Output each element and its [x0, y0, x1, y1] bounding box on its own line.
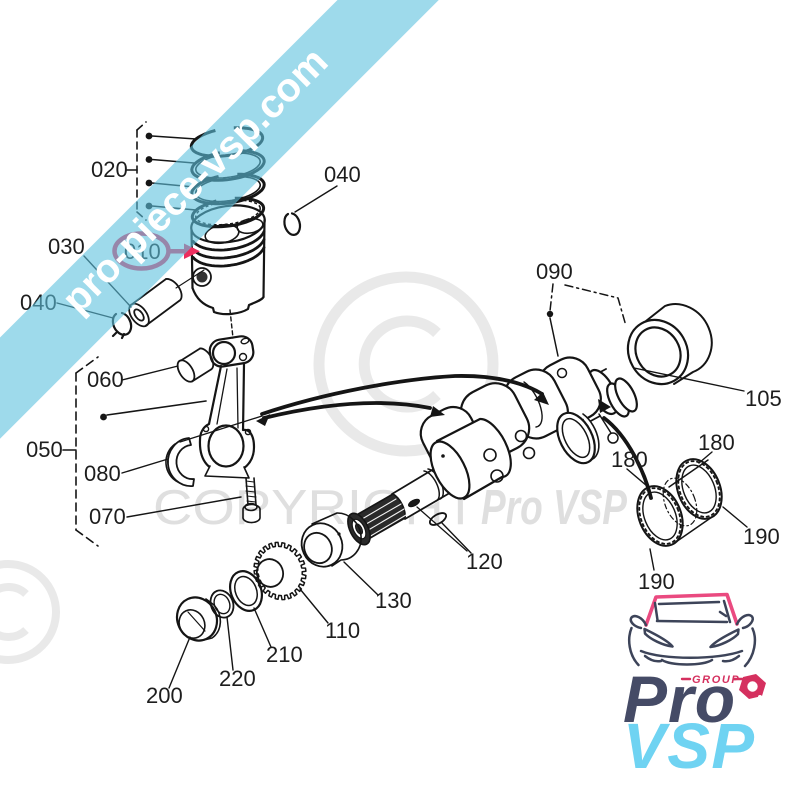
- svg-text:200: 200: [146, 683, 183, 708]
- svg-text:090: 090: [536, 259, 573, 284]
- svg-text:020: 020: [91, 157, 128, 182]
- svg-text:GROUP: GROUP: [692, 674, 740, 686]
- svg-text:040: 040: [324, 162, 361, 187]
- svg-text:Pro: Pro: [623, 662, 736, 736]
- svg-text:050: 050: [26, 437, 63, 462]
- svg-text:180: 180: [611, 447, 648, 472]
- svg-text:030: 030: [48, 234, 85, 259]
- svg-text:190: 190: [743, 524, 780, 549]
- svg-text:210: 210: [266, 642, 303, 667]
- svg-text:105: 105: [745, 386, 782, 411]
- svg-text:190: 190: [638, 569, 675, 594]
- svg-text:070: 070: [89, 504, 126, 529]
- svg-text:110: 110: [325, 618, 360, 643]
- svg-text:130: 130: [375, 588, 412, 613]
- svg-text:Pro VSP: Pro VSP: [481, 481, 627, 535]
- svg-text:120: 120: [466, 549, 503, 574]
- svg-text:220: 220: [219, 666, 256, 691]
- svg-text:VSP: VSP: [623, 710, 756, 782]
- svg-text:180: 180: [698, 430, 735, 455]
- svg-text:080: 080: [84, 461, 121, 486]
- svg-text:060: 060: [87, 367, 124, 392]
